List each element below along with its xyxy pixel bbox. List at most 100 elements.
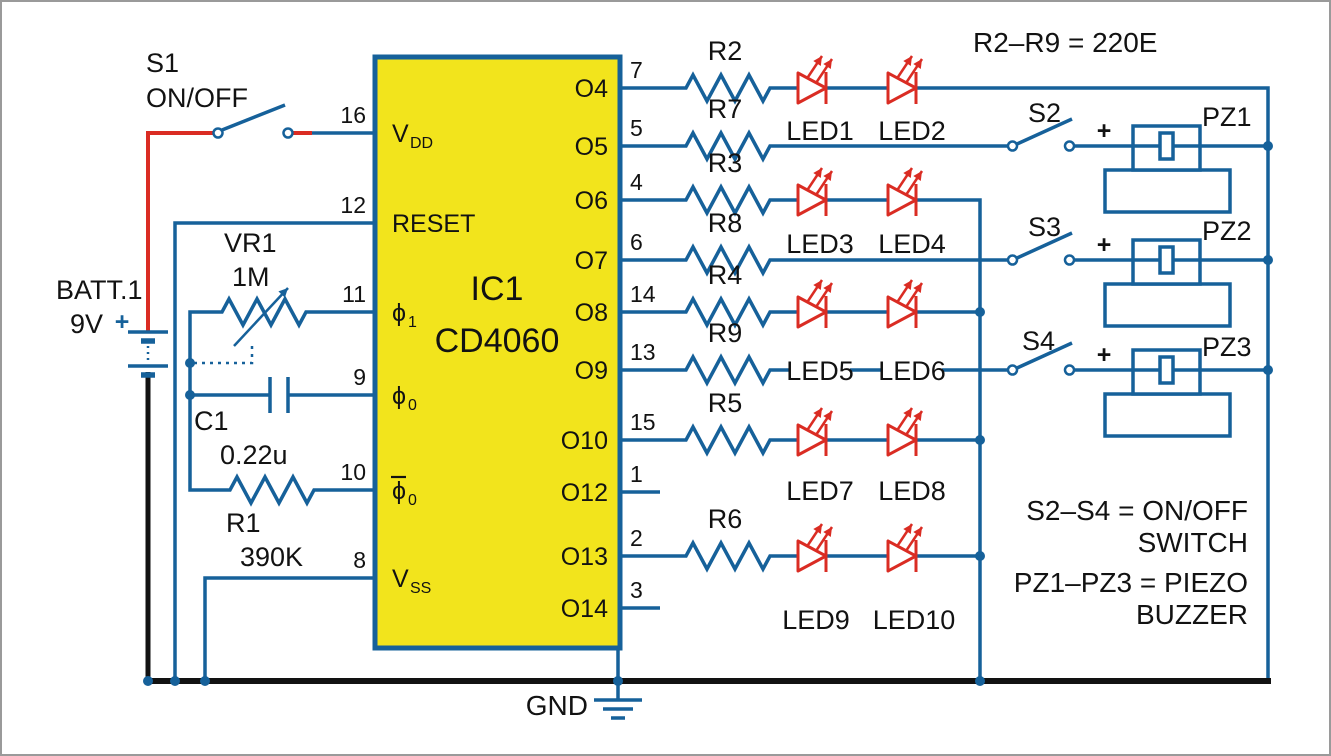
pz3-plus-sign: + xyxy=(1097,341,1112,369)
label-backdrop xyxy=(790,362,850,386)
pin-num-5: 5 xyxy=(630,115,643,141)
piezo-note-line1: PZ1–PZ3 = PIEZO xyxy=(1014,567,1248,598)
r1-ref-label: R1 xyxy=(226,508,261,538)
led5-label: LED5 xyxy=(786,356,854,386)
vr1-ref-label: VR1 xyxy=(224,228,277,258)
resistor-value-note: R2–R9 = 220E xyxy=(973,27,1157,58)
r2-label: R2 xyxy=(708,36,743,66)
ic-pin-label-o6: O6 xyxy=(575,187,608,215)
pin-num-4: 4 xyxy=(630,169,643,195)
junction-dot xyxy=(185,390,195,400)
r9-label: R9 xyxy=(708,318,743,348)
pin-num-1: 1 xyxy=(630,461,643,487)
pz2-label: PZ2 xyxy=(1202,216,1252,246)
pz1-label: PZ1 xyxy=(1202,102,1252,132)
battery-plus-sign: + xyxy=(115,308,130,336)
piezo-note-line2: BUZZER xyxy=(1136,599,1248,630)
junction-dot xyxy=(613,676,623,686)
ic-pin-label-o12: O12 xyxy=(561,479,608,507)
switch-note-line2: SWITCH xyxy=(1138,527,1248,558)
pin-num-7: 7 xyxy=(630,57,643,83)
s1-contact-left xyxy=(212,127,224,139)
led2-label: LED2 xyxy=(878,116,946,146)
ic-pin-sub-vdd: DD xyxy=(410,135,433,152)
ic-pin-label-reset: RESET xyxy=(392,210,475,238)
pin-num-12: 12 xyxy=(340,192,366,218)
led1-label: LED1 xyxy=(786,116,854,146)
switch-note-line1: S2–S4 = ON/OFF xyxy=(1026,495,1248,526)
junction-dot xyxy=(975,435,985,445)
switch-s1 xyxy=(212,103,294,139)
led4-label: LED4 xyxy=(878,229,946,259)
pin-num-3: 3 xyxy=(630,577,643,603)
junction-dot xyxy=(975,676,985,686)
s1-blade xyxy=(221,103,286,132)
r8-label: R8 xyxy=(708,208,743,238)
r6-label: R6 xyxy=(708,504,743,534)
c1-ref-label: C1 xyxy=(194,406,229,436)
ic-pin-label-o13: O13 xyxy=(561,543,608,571)
battery-value-label: 9V xyxy=(70,309,103,339)
ic-pin-label-o7: O7 xyxy=(575,247,608,275)
s1-ref-label: S1 xyxy=(146,48,179,78)
ic-pin-sub-vss: SS xyxy=(410,580,431,597)
pz1-plus-sign: + xyxy=(1097,117,1112,145)
ic-pin-label-o8: O8 xyxy=(575,299,608,327)
ic-ref-label: IC1 xyxy=(471,270,524,308)
junction-dot xyxy=(1263,365,1273,375)
pin-num-14: 14 xyxy=(630,281,656,307)
pin-num-11: 11 xyxy=(342,281,366,307)
r7-label: R7 xyxy=(708,94,743,124)
junction-dot xyxy=(975,551,985,561)
led9-label: LED9 xyxy=(782,605,850,635)
ic-pin-label-vdd: V xyxy=(392,120,409,148)
wire-row-o4 xyxy=(620,86,1270,681)
vr1-wiper-dashed-link xyxy=(193,346,254,365)
s3-label: S3 xyxy=(1028,212,1061,242)
pz3-label: PZ3 xyxy=(1202,332,1252,362)
pin-num-15: 15 xyxy=(630,409,656,435)
pin-num-2: 2 xyxy=(630,525,643,551)
pin-num-8: 8 xyxy=(353,547,366,573)
ic1-body xyxy=(372,54,623,651)
junction-dot xyxy=(185,358,195,368)
wire-left-bus xyxy=(188,310,222,492)
pin-num-10: 10 xyxy=(340,459,366,485)
junction-dot xyxy=(1263,255,1273,265)
wire-vss-to-ground xyxy=(203,576,375,681)
ic-pin-sub-phi0-bar: 0 xyxy=(408,492,417,509)
wire-reset-to-ground xyxy=(173,221,375,681)
r1-value-label: 390K xyxy=(240,542,303,572)
vr1-value-label: 1M xyxy=(232,262,270,292)
junction-dot xyxy=(200,676,210,686)
led10-label: LED10 xyxy=(873,605,956,635)
pin-num-6: 6 xyxy=(630,229,643,255)
r3-label: R3 xyxy=(708,148,743,178)
led6-label: LED6 xyxy=(878,356,946,386)
ic-pin-label-o14: O14 xyxy=(561,595,608,623)
vr1-arrowhead xyxy=(278,288,288,298)
s1-mode-label: ON/OFF xyxy=(146,83,248,113)
junction-dot xyxy=(975,307,985,317)
battery-batt1 xyxy=(128,330,168,378)
ic-pin-label-vss: V xyxy=(392,565,409,593)
junction-dot xyxy=(1263,141,1273,151)
ic-pin-label-o10: O10 xyxy=(561,427,608,455)
s2-label: S2 xyxy=(1028,98,1061,128)
c1-value-label: 0.22u xyxy=(220,440,288,470)
pin-num-13: 13 xyxy=(630,339,656,365)
gnd-label: GND xyxy=(526,690,588,721)
ic-pin-label-phi0-bar: ϕ xyxy=(392,477,406,505)
ic-part-label: CD4060 xyxy=(435,322,560,360)
battery-ref-label: BATT.1 xyxy=(56,275,143,305)
r5-label: R5 xyxy=(708,388,743,418)
wire-network xyxy=(173,86,1270,700)
ic-pin-sub-phi0: 0 xyxy=(408,397,417,414)
capacitor-c1 xyxy=(268,377,290,413)
positive-rail-red xyxy=(146,131,214,332)
vr1-wiper-arrow xyxy=(233,287,289,347)
ground-symbol xyxy=(594,698,642,720)
ic-pin-label-o5: O5 xyxy=(575,133,608,161)
